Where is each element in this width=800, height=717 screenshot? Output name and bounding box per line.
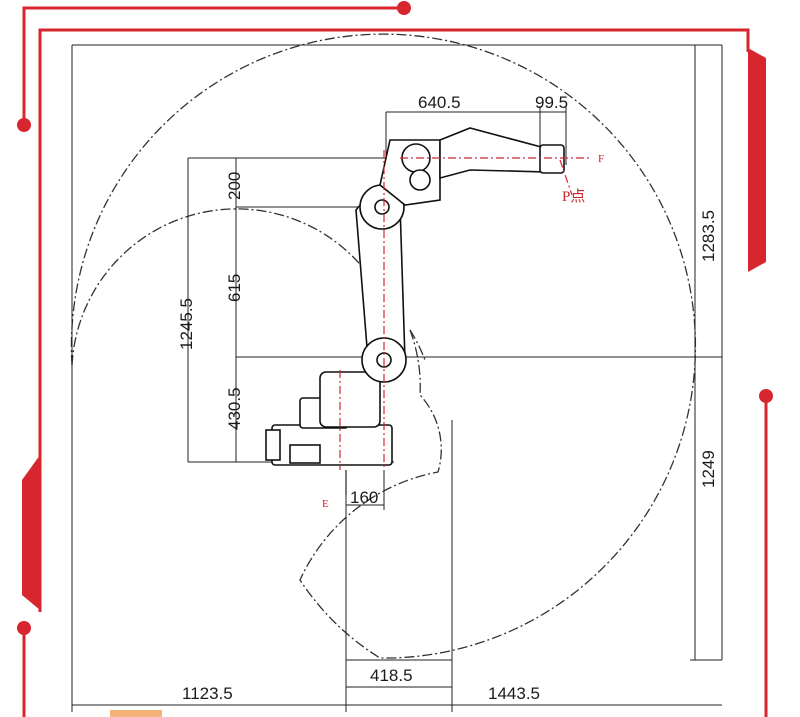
dim-upper-link: 200 [225, 172, 244, 200]
dim-inner-radius: 418.5 [370, 666, 413, 685]
envelope-inner-arc [71, 208, 381, 366]
dim-right-lower: 1249 [699, 450, 718, 488]
dim-right-upper: 1283.5 [699, 210, 718, 262]
dim-top-reach: 640.5 [418, 93, 461, 112]
frame-right-tab [748, 48, 766, 272]
frame-node-left-bottom [17, 621, 31, 635]
dimension-lines [71, 44, 723, 712]
frame-node-right [759, 389, 773, 403]
work-envelope [70, 33, 697, 659]
robot-turret [319, 371, 381, 428]
robot-wrist [539, 144, 565, 174]
frame-left-tab [22, 455, 40, 610]
dim-arm-length: 615 [225, 274, 244, 302]
frame-main-trace [38, 28, 750, 470]
decorative-frame [17, 1, 773, 717]
dim-right-reach: 1443.5 [488, 684, 540, 703]
frame-node-top [397, 1, 411, 15]
robot-arm [265, 127, 590, 495]
dim-flange: 99.5 [535, 93, 568, 112]
envelope-connector [409, 329, 426, 361]
dim-left-reach: 1123.5 [182, 684, 233, 703]
frame-node-left-top [17, 118, 31, 132]
tool-point-label: P点 [562, 188, 585, 205]
robot-upper-arm [439, 127, 549, 180]
axis-f-label: F [598, 153, 604, 165]
axis-e-label: E [322, 498, 329, 510]
dim-vertical-total: 1245.5 [177, 298, 196, 350]
envelope-outer-arc [70, 33, 697, 659]
frame-bottom-tab [110, 710, 162, 717]
dim-base-height: 430.5 [225, 387, 244, 430]
dim-offset-160: 160 [350, 488, 378, 507]
frame-top-left-trace [22, 6, 402, 125]
